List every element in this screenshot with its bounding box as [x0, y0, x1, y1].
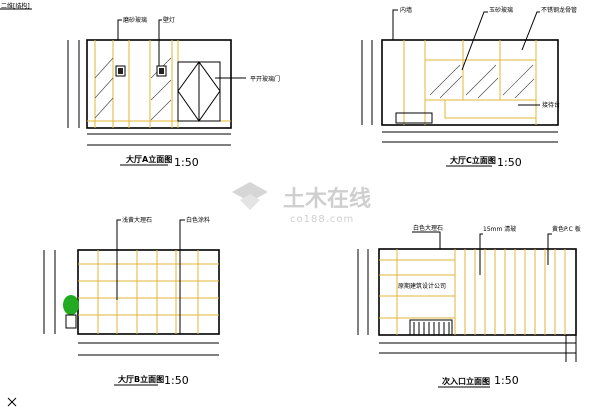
- label-pc-panel: 黄色P.C 板: [552, 225, 581, 233]
- leader-line: [392, 9, 398, 40]
- label-front-wall: 内墙: [400, 6, 412, 14]
- elevation-a-title: 大厅A立面图: [126, 154, 172, 164]
- leader-line: [412, 231, 441, 249]
- plant-pot: [65, 314, 77, 329]
- leader-line: [479, 233, 483, 275]
- elevation-b-grid: [78, 250, 219, 334]
- label-ultra-glass: 玉砂玻璃: [489, 6, 513, 14]
- elevation-entry-scale: 1:50: [494, 374, 519, 387]
- elevation-c: 内墙 玉砂玻璃 不锈钢龙骨管 接待台 大厅C立面图 1:50: [361, 6, 577, 169]
- elevation-entry: 原期建筑设计公司 白色大理石 15mm 清玻 黄色P.C 板 次入口立面图 1:…: [357, 224, 581, 388]
- elevation-entry-frame: [378, 248, 577, 336]
- axis-marker: [7, 397, 17, 407]
- label-stone: 白色大理石: [413, 224, 443, 232]
- watermark: 土木在线 co188.com: [232, 182, 371, 225]
- label-wall-light: 壁灯: [163, 16, 175, 24]
- elevation-b-title: 大厅B立面图: [118, 374, 164, 384]
- elevation-b: 浅黄大理石 白色涂料 大厅B立面图 1:50: [43, 216, 220, 387]
- watermark-main-text: 土木在线: [283, 186, 371, 212]
- label-frosted-glass: 磨砂玻璃: [123, 16, 147, 24]
- label-marble: 浅黄大理石: [122, 216, 152, 224]
- elevation-b-scale: 1:50: [164, 374, 189, 387]
- wall-lamp-icon-inner: [118, 68, 123, 74]
- leader-line: [461, 11, 488, 71]
- wall-lamp-icon-inner: [159, 68, 164, 74]
- counter-detail: [395, 112, 433, 124]
- leader-line: [116, 219, 121, 300]
- leader-line: [521, 11, 540, 51]
- entry-gate-bars: [413, 322, 450, 335]
- entry-stripes: [464, 249, 566, 335]
- elevation-a-scale: 1:50: [174, 156, 199, 169]
- elevation-entry-title: 次入口立面图: [442, 376, 490, 386]
- plant-icon: [63, 295, 79, 315]
- watermark-logo-icon-lower: [240, 194, 260, 210]
- label-glass-15mm: 15mm 清玻: [483, 225, 516, 233]
- elevation-a: 磨砂玻璃 壁灯 平开玻璃门 大厅A立面图 1:50: [67, 16, 280, 169]
- entry-gate: [409, 319, 453, 336]
- reception-counter: [444, 99, 537, 119]
- file-tag: 二维[结构]: [1, 2, 30, 10]
- watermark-logo-icon: [232, 182, 268, 202]
- leader-line: [117, 19, 122, 40]
- door-swing-lines: [177, 61, 221, 122]
- label-steel-frame: 不锈钢龙骨管: [541, 6, 577, 14]
- label-glass-door: 平开玻璃门: [250, 75, 280, 83]
- label-counter: 接待台: [542, 101, 560, 109]
- leader-line: [547, 233, 552, 265]
- elevation-b-frame: [77, 249, 220, 335]
- elevation-c-title: 大厅C立面图: [450, 155, 496, 165]
- watermark-sub-text: co188.com: [290, 214, 354, 225]
- elevation-c-frame: [381, 39, 559, 126]
- leader-line: [158, 19, 162, 66]
- leader-line: [179, 219, 185, 334]
- elevation-c-hatch: [429, 64, 535, 99]
- label-white-paint: 白色涂料: [186, 216, 210, 224]
- elevation-c-scale: 1:50: [497, 156, 522, 169]
- entry-sign-text: 原期建筑设计公司: [398, 282, 446, 290]
